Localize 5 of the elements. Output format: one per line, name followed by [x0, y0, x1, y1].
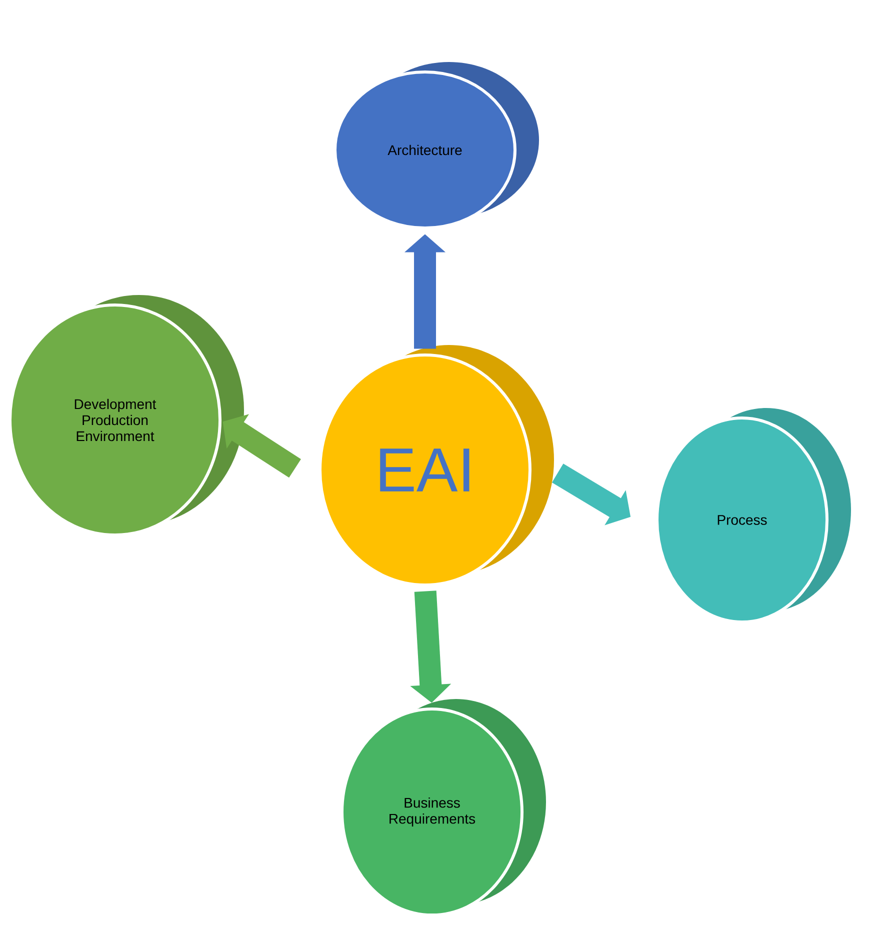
disc: Development Production Environment [8, 295, 244, 536]
disc: Process [656, 408, 851, 624]
disc: Architecture [334, 62, 539, 230]
center-disc: EAI [318, 345, 554, 586]
disc: Business Requirements [340, 699, 546, 916]
